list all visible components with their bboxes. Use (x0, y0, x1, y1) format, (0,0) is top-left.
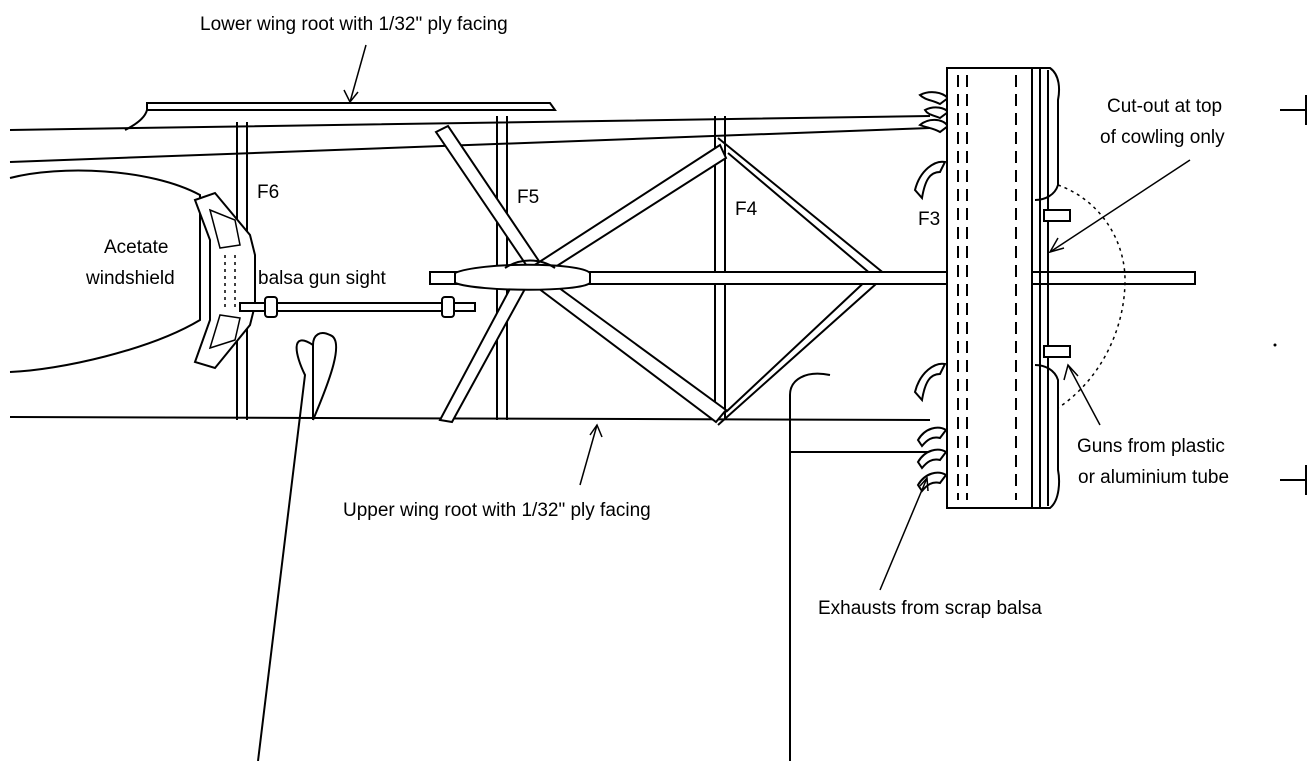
label-guns-1: Guns from plastic (1077, 436, 1225, 457)
cowling (946, 67, 1126, 509)
cowling-front-top (1032, 67, 1060, 201)
gun-lower (1043, 345, 1071, 358)
gun-sight (239, 296, 476, 318)
rod-mount (454, 263, 591, 291)
fuselage-frame (9, 115, 931, 453)
gun-sight-rod (239, 302, 476, 312)
lower-wing-root (124, 102, 557, 131)
label-upper-wing-root: Upper wing root with 1/32" ply facing (343, 500, 651, 521)
leader-arrows (343, 44, 1191, 591)
cowling-ring (946, 67, 1033, 509)
label-windshield-1: Acetate (104, 237, 168, 258)
upper-longeron-inner (9, 127, 931, 163)
label-f6: F6 (257, 182, 279, 203)
windshield (193, 191, 256, 370)
label-cutout-1: Cut-out at top (1107, 96, 1222, 117)
pilot-head (9, 169, 201, 373)
label-f5: F5 (517, 187, 539, 208)
upper-wing-root (257, 332, 831, 761)
label-f4: F4 (735, 199, 758, 220)
label-exhausts: Exhausts from scrap balsa (818, 598, 1042, 619)
section-ticks (1273, 95, 1307, 495)
gun-upper (1043, 209, 1071, 222)
windshield-frame (193, 191, 256, 370)
cowling-front-bottom (1032, 364, 1060, 509)
label-gun-sight: balsa gun sight (258, 268, 387, 289)
exhausts (913, 91, 950, 493)
label-cutout-2: of cowling only (1100, 127, 1225, 148)
former-f4 (714, 116, 726, 420)
lower-longeron (9, 416, 931, 421)
label-lower-wing-root: Lower wing root with 1/32" ply facing (200, 14, 508, 35)
upper-longeron-outer (9, 115, 931, 131)
cross-bracing (434, 124, 728, 424)
gun-rod (429, 259, 1196, 291)
label-windshield-2: windshield (85, 268, 175, 289)
label-f3: F3 (918, 209, 940, 230)
label-guns-2: or aluminium tube (1078, 467, 1229, 488)
